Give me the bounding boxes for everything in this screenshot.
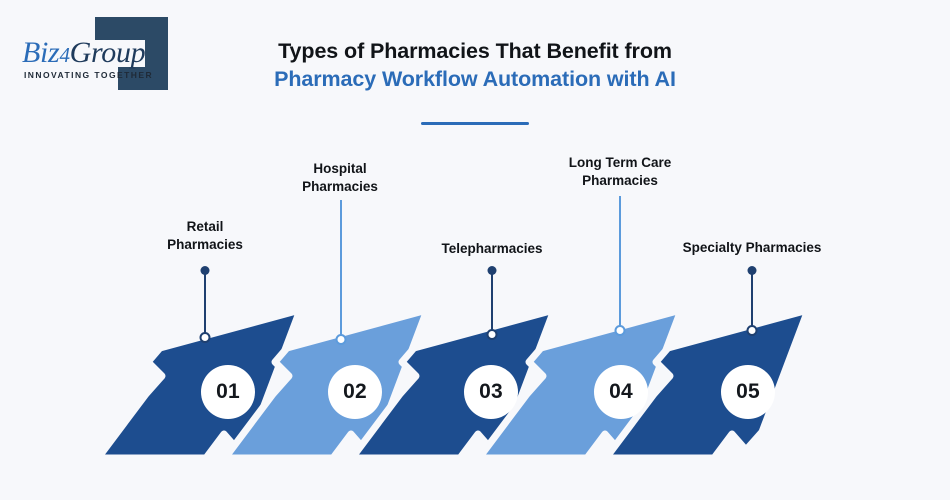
connector-top-dot — [487, 266, 497, 275]
connector-top-dot — [200, 266, 210, 275]
arrow-step-5[interactable] — [602, 306, 812, 462]
logo[interactable]: Biz4Group INNOVATING TOGETHER — [16, 14, 186, 92]
connector-stem — [340, 200, 342, 340]
logo-text-biz: Biz — [22, 36, 60, 69]
title-line-2: Pharmacy Workflow Automation with AI — [274, 67, 676, 92]
step-label-04: Long Term Care Pharmacies — [568, 155, 672, 189]
connector-stem — [491, 270, 493, 336]
logo-tagline: INNOVATING TOGETHER — [24, 70, 154, 80]
step-number-badge-01[interactable]: 01 — [201, 365, 255, 419]
connector-line-02 — [333, 200, 349, 345]
title-line-1: Types of Pharmacies That Benefit from — [278, 39, 672, 63]
connector-stem — [751, 270, 753, 332]
step-label-02: Hospital Pharmacies — [302, 161, 378, 195]
page-title: Types of Pharmacies That Benefit from Ph… — [225, 37, 725, 94]
logo-text-group: Group — [69, 36, 146, 69]
connector-line-04 — [612, 196, 628, 336]
step-label-05: Specialty Pharmacies — [682, 240, 822, 255]
connector-line-05 — [744, 266, 760, 336]
connector-stem — [204, 270, 206, 339]
logo-wordmark: Biz4Group — [22, 38, 162, 68]
connector-end-ring — [486, 329, 498, 340]
connector-top-dot — [747, 266, 757, 275]
step-number-badge-04[interactable]: 04 — [594, 365, 648, 419]
step-number-badge-02[interactable]: 02 — [328, 365, 382, 419]
connector-end-ring — [614, 325, 626, 336]
logo-text-four: 4 — [59, 43, 70, 67]
connector-line-03 — [484, 266, 500, 340]
title-underline — [421, 122, 529, 125]
square-bracket-icon — [95, 17, 168, 90]
step-number-badge-05[interactable]: 05 — [721, 365, 775, 419]
connector-line-01 — [197, 266, 213, 343]
connector-stem — [619, 196, 621, 331]
connector-end-ring — [746, 325, 758, 336]
arrow-group — [94, 306, 812, 462]
connector-end-ring — [335, 334, 347, 345]
step-label-03: Telepharmacies — [441, 241, 543, 256]
connector-end-ring — [199, 332, 211, 343]
step-number-badge-03[interactable]: 03 — [464, 365, 518, 419]
step-label-01: Retail Pharmacies — [167, 219, 243, 253]
